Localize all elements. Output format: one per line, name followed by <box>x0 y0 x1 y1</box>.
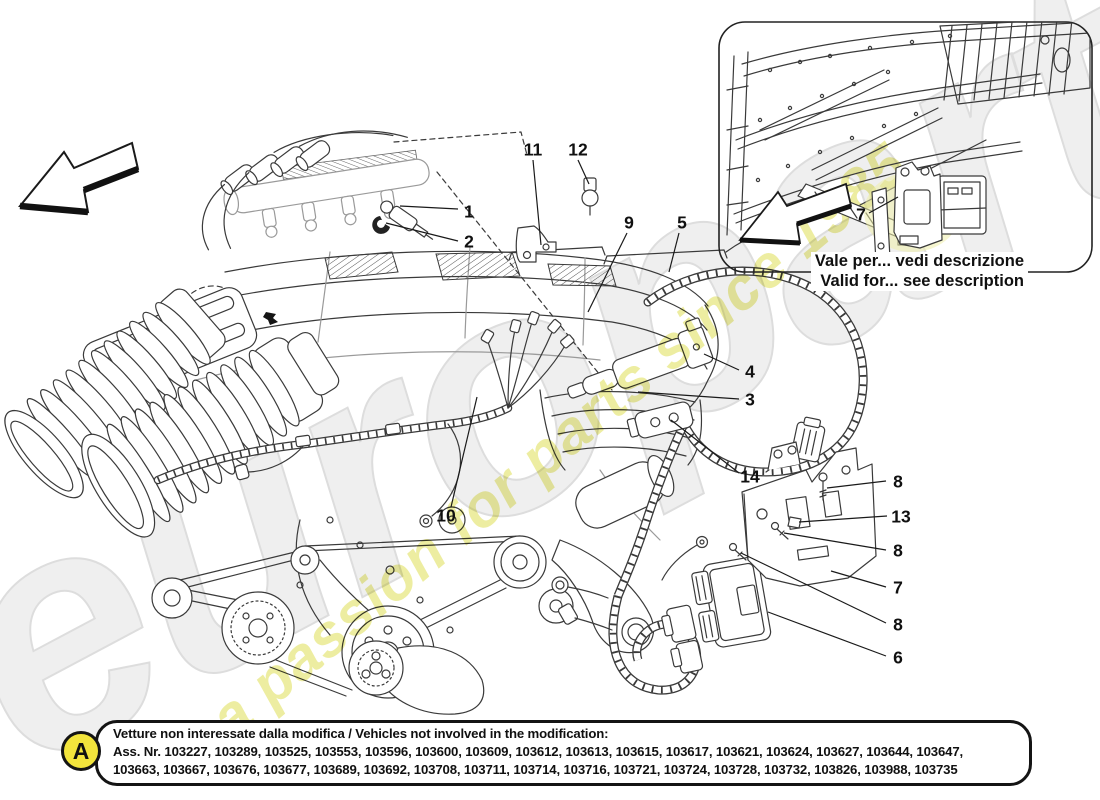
note-line-assembly-numbers-1: Ass. Nr. 103227, 103289, 103525, 103553,… <box>113 744 964 759</box>
sensor-bracket <box>508 177 728 265</box>
callout-2[interactable]: 2 <box>464 231 474 252</box>
fuel-rail-assembly <box>201 130 434 251</box>
pulleys <box>151 506 574 715</box>
ecu-connectors <box>661 604 704 674</box>
callout-leader-lines <box>385 159 899 657</box>
callout-14[interactable]: 14 <box>740 466 760 487</box>
intake-duct-lower <box>81 332 340 538</box>
callout-8a[interactable]: 8 <box>893 471 903 492</box>
modification-note-box <box>95 720 1032 786</box>
callout-8b[interactable]: 8 <box>893 540 903 561</box>
harness-plug <box>790 416 826 463</box>
note-badge-a: A <box>61 731 101 771</box>
inset-caption-english: Valid for... see description <box>820 271 1024 290</box>
note-line-assembly-numbers-2: 103663, 103667, 103676, 103677, 103689, … <box>113 762 958 777</box>
ecu-bracket <box>728 441 877 587</box>
ignition-coil <box>567 317 714 399</box>
ecu-module <box>691 556 772 648</box>
chassis-frame-drawing <box>725 22 1091 263</box>
callout-5[interactable]: 5 <box>677 212 687 233</box>
relay-module <box>626 401 694 439</box>
modification-note-text: Vetture non interessate dalla modifica /… <box>113 725 1025 779</box>
callout-13[interactable]: 13 <box>891 506 911 527</box>
ignition-boots <box>220 140 331 196</box>
clip-icon <box>263 312 278 325</box>
intake-duct-upper <box>4 288 226 499</box>
callout-12[interactable]: 12 <box>568 139 588 160</box>
callout-3[interactable]: 3 <box>745 389 755 410</box>
callout-4[interactable]: 4 <box>745 361 755 382</box>
callout-6[interactable]: 6 <box>893 647 903 668</box>
callout-7-inset[interactable]: 7 <box>856 204 866 225</box>
loose-injector <box>380 200 434 240</box>
injector-clip <box>372 216 390 234</box>
map-sensor <box>581 177 599 216</box>
callout-1[interactable]: 1 <box>464 201 474 222</box>
note-line-title: Vetture non interessate dalla modifica /… <box>113 726 609 741</box>
callout-11[interactable]: 11 <box>523 139 543 160</box>
inset-caption-italian: Vale per... vedi descrizione <box>814 252 1024 270</box>
callout-9[interactable]: 9 <box>624 212 634 233</box>
direction-arrow-icon <box>18 141 140 216</box>
callout-7[interactable]: 7 <box>893 577 903 598</box>
inset-direction-arrow-icon <box>738 182 853 246</box>
chassis-inset <box>718 21 1093 273</box>
callout-8c[interactable]: 8 <box>893 614 903 635</box>
callout-10[interactable]: 10 <box>436 505 456 526</box>
inset-caption: Vale per... vedi descrizione Valid for..… <box>810 252 1028 291</box>
